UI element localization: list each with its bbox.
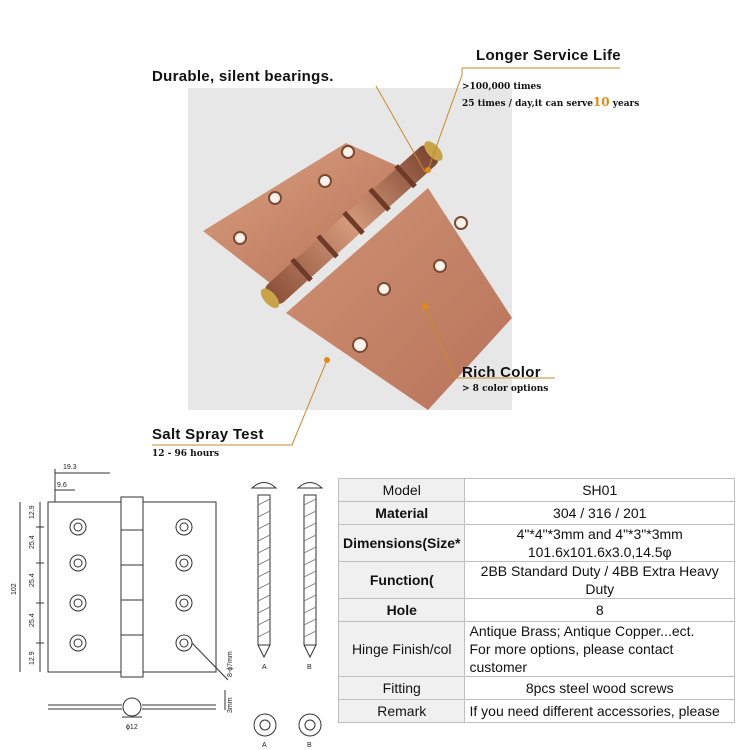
spec-value-line: SH01 xyxy=(582,482,618,498)
spec-value: SH01 xyxy=(464,478,735,502)
dim-left-1: 12.9 xyxy=(29,505,36,519)
leader-dot-color xyxy=(422,303,428,309)
spec-value-line: 8 xyxy=(595,602,604,618)
spec-value: 8 xyxy=(464,598,735,622)
spec-value: Antique Brass; Antique Copper...ect. For … xyxy=(464,621,735,677)
callout-leaders xyxy=(152,67,620,446)
spec-value: 304 / 316 / 201 xyxy=(464,501,735,525)
dim-left-3: 25.4 xyxy=(29,573,36,587)
dim-thickness: 3mm xyxy=(227,697,234,713)
leader-dot-service xyxy=(425,167,431,173)
salt-spray-title: Salt Spray Test xyxy=(152,426,264,443)
service-life-line1: >100,000 times xyxy=(462,82,542,92)
bearings-title: Durable, silent bearings. xyxy=(152,68,334,85)
spec-value-line: 8pcs steel wood screws xyxy=(525,680,674,696)
leader-dot-salt xyxy=(324,357,330,363)
spec-key: Function( xyxy=(337,561,466,599)
screw-label-b-bottom: B xyxy=(307,742,312,749)
spec-row: Material 304 / 316 / 201 xyxy=(337,501,735,525)
hinge-illustration xyxy=(203,141,512,410)
salt-spray-sub: 12 - 96 hours xyxy=(152,449,220,459)
screw-label-a-bottom: A xyxy=(262,742,267,749)
hinge-leaf-left xyxy=(203,143,420,283)
spec-row: Fitting 8pcs steel wood screws xyxy=(337,676,735,700)
drawing-knuckle xyxy=(120,496,144,678)
dim-height: 102 xyxy=(11,583,18,595)
screw-holes xyxy=(233,145,468,353)
spec-key: Fitting xyxy=(337,676,466,700)
service-life-suffix: years xyxy=(612,99,640,109)
rich-color-sub: > 8 color options xyxy=(462,384,549,394)
spec-value: 8pcs steel wood screws xyxy=(464,676,735,700)
spec-value-line: If you need different accessories, pleas… xyxy=(469,703,720,719)
dim-pin: ϕ12 xyxy=(126,724,138,731)
service-life-years: 10 xyxy=(592,95,610,109)
spec-value-line: 2BB Standard Duty / 4BB Extra Heavy Duty xyxy=(480,563,719,597)
spec-row: Model SH01 xyxy=(337,478,735,502)
dim-top2: 9.6 xyxy=(57,482,67,489)
hinge-barrel xyxy=(260,141,443,309)
spec-value-line: Antique Brass; Antique Copper...ect. xyxy=(469,623,695,639)
technical-drawing: 19.3 9.6 12.9 25.4 25.4 25.4 12.9 102 8-… xyxy=(11,464,324,749)
dim-left-4: 25.4 xyxy=(29,613,36,627)
spec-value-line: 101.6x101.6x3.0,14.5φ xyxy=(527,544,672,560)
spec-key: Model xyxy=(337,478,466,502)
spec-key: Hole xyxy=(337,598,466,622)
spec-key: Hinge Finish/col xyxy=(337,621,466,677)
spec-value: If you need different accessories, pleas… xyxy=(464,699,735,723)
spec-row: Function( 2BB Standard Duty / 4BB Extra H… xyxy=(337,561,735,599)
dim-top: 19.3 xyxy=(63,464,77,471)
spec-row: Hole 8 xyxy=(337,598,735,622)
drawing-screw-a xyxy=(250,482,278,737)
spec-key: Remark xyxy=(337,699,466,723)
hinge-leaf-right xyxy=(286,188,512,410)
dim-left-5: 12.9 xyxy=(29,651,36,665)
spec-value: 4"*4"*3mm and 4"*3"*3mm 101.6x101.6x3.0,1… xyxy=(464,524,735,562)
drawing-screw-b xyxy=(296,482,324,737)
spec-value: 2BB Standard Duty / 4BB Extra Heavy Duty xyxy=(464,561,735,599)
hinge-photo xyxy=(188,88,512,410)
service-life-prefix: 25 times / day,it can serve xyxy=(462,99,593,109)
rich-color-title: Rich Color xyxy=(462,364,541,381)
service-life-line2: 25 times / day,it can serve10 years xyxy=(462,95,639,109)
spec-key: Material xyxy=(337,501,466,525)
dim-hole: 8-ϕ7mm xyxy=(227,651,234,677)
dim-left-2: 25.4 xyxy=(29,535,36,549)
spec-value-line: 304 / 316 / 201 xyxy=(553,505,647,521)
screw-label-b-top: B xyxy=(307,664,312,671)
spec-value-line: For more options, please contact custome… xyxy=(469,641,674,675)
spec-row: Dimensions(Size* 4"*4"*3mm and 4"*3"*3mm 1… xyxy=(337,524,735,562)
screw-label-a-top: A xyxy=(262,664,267,671)
spec-key: Dimensions(Size* xyxy=(337,524,466,562)
service-life-title: Longer Service Life xyxy=(476,47,621,64)
spec-value-line: 4"*4"*3mm and 4"*3"*3mm xyxy=(516,526,683,542)
